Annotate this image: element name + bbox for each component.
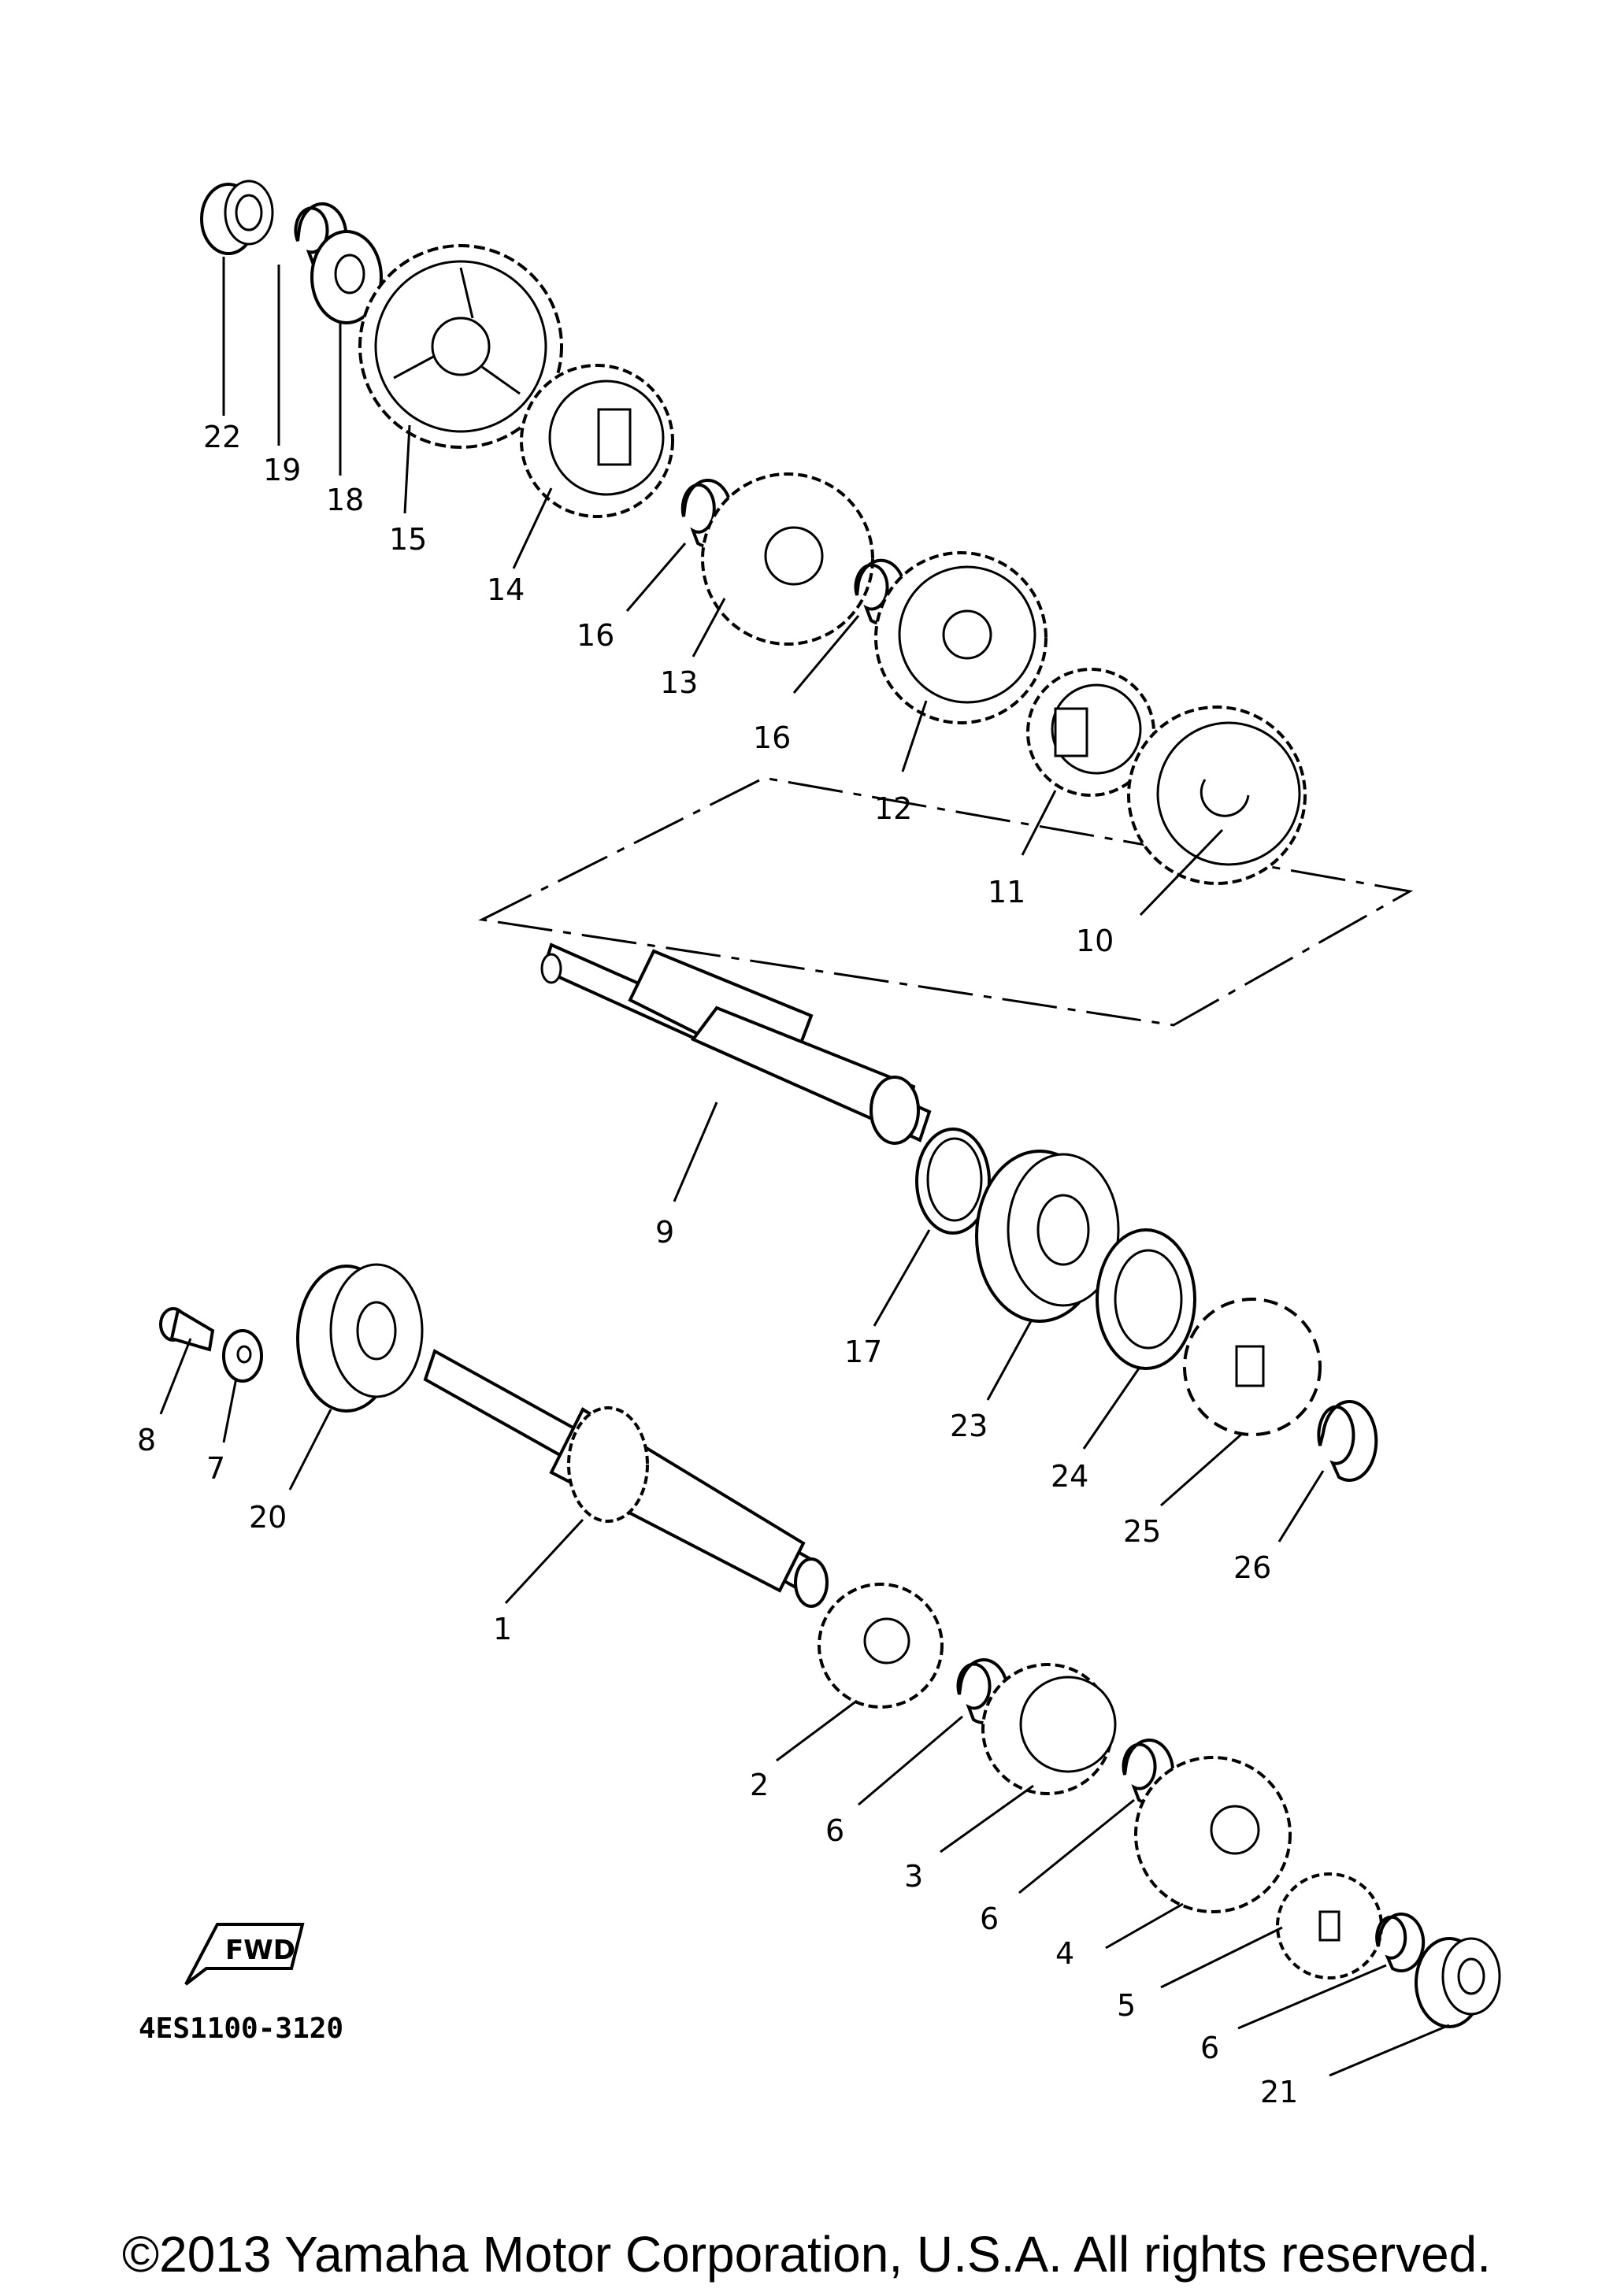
part-23-bearing[interactable] bbox=[975, 1150, 1120, 1323]
assembly-boundary-box bbox=[478, 776, 1414, 1027]
part-21-bearing[interactable] bbox=[1415, 1937, 1501, 2028]
callout-labels: 22 19 18 15 14 16 13 16 12 11 10 9 17 23… bbox=[137, 420, 1298, 2109]
part-20-bearing[interactable] bbox=[296, 1263, 424, 1413]
part-15-gear[interactable] bbox=[358, 244, 563, 449]
callout-17: 17 bbox=[844, 1335, 882, 1369]
callout-10: 10 bbox=[1076, 924, 1114, 958]
callout-14: 14 bbox=[487, 572, 525, 607]
callout-15: 15 bbox=[389, 522, 427, 557]
callout-1: 1 bbox=[493, 1612, 512, 1646]
callout-18: 18 bbox=[326, 483, 364, 517]
part-12-gear[interactable] bbox=[874, 551, 1048, 724]
part-14-gear[interactable] bbox=[520, 364, 674, 518]
callout-12: 12 bbox=[874, 791, 912, 826]
part-26-circlip[interactable] bbox=[1317, 1400, 1378, 1482]
part-2-gear[interactable] bbox=[818, 1583, 944, 1709]
part-25-sprocket[interactable] bbox=[1183, 1298, 1322, 1436]
callout-8: 8 bbox=[137, 1423, 156, 1457]
callout-24: 24 bbox=[1051, 1459, 1088, 1494]
callout-3: 3 bbox=[904, 1859, 923, 1894]
part-18-washer[interactable] bbox=[310, 230, 383, 324]
callout-23: 23 bbox=[950, 1409, 988, 1443]
part-17-spacer[interactable] bbox=[915, 1128, 991, 1235]
callout-9: 9 bbox=[655, 1215, 674, 1250]
part-code: 4ES1100-3120 bbox=[139, 2013, 343, 2045]
callout-7: 7 bbox=[206, 1451, 225, 1486]
part-24-oil-seal[interactable] bbox=[1096, 1228, 1196, 1370]
callout-21: 21 bbox=[1260, 2075, 1298, 2109]
callout-2: 2 bbox=[750, 1768, 769, 1802]
callout-25: 25 bbox=[1123, 1514, 1161, 1549]
callout-19: 19 bbox=[263, 453, 301, 487]
callout-6c: 6 bbox=[1200, 2031, 1219, 2065]
copyright-footer: ©2013 Yamaha Motor Corporation, U.S.A. A… bbox=[121, 2226, 1492, 2283]
fwd-label: FWD bbox=[225, 1935, 295, 1966]
callout-16b: 16 bbox=[753, 720, 791, 755]
part-6-circlip-c[interactable] bbox=[1375, 1912, 1426, 1972]
callout-26: 26 bbox=[1233, 1550, 1271, 1585]
part-1-main-axle[interactable] bbox=[423, 1349, 829, 1608]
part-3-gear[interactable] bbox=[981, 1663, 1117, 1795]
part-13-gear[interactable] bbox=[701, 472, 874, 646]
part-8-bolt[interactable] bbox=[159, 1307, 215, 1352]
part-10-gear[interactable] bbox=[1127, 705, 1307, 885]
part-7-washer[interactable] bbox=[222, 1329, 263, 1383]
callout-6a: 6 bbox=[825, 1813, 844, 1848]
callout-16a: 16 bbox=[577, 618, 614, 653]
leader-lines bbox=[159, 257, 1450, 2077]
part-9-drive-axle[interactable] bbox=[540, 942, 932, 1145]
callout-5: 5 bbox=[1117, 1988, 1136, 2023]
callout-22: 22 bbox=[203, 420, 241, 454]
callout-20: 20 bbox=[249, 1500, 287, 1535]
callout-11: 11 bbox=[988, 875, 1025, 909]
callout-6b: 6 bbox=[980, 1902, 999, 1936]
callout-13: 13 bbox=[660, 665, 698, 700]
fwd-arrow-icon: FWD bbox=[184, 1923, 305, 1986]
callout-4: 4 bbox=[1055, 1936, 1074, 1971]
part-5-gear[interactable] bbox=[1276, 1872, 1383, 1979]
part-22-needle-bearing[interactable] bbox=[200, 180, 274, 255]
part-4-gear[interactable] bbox=[1134, 1756, 1292, 1913]
